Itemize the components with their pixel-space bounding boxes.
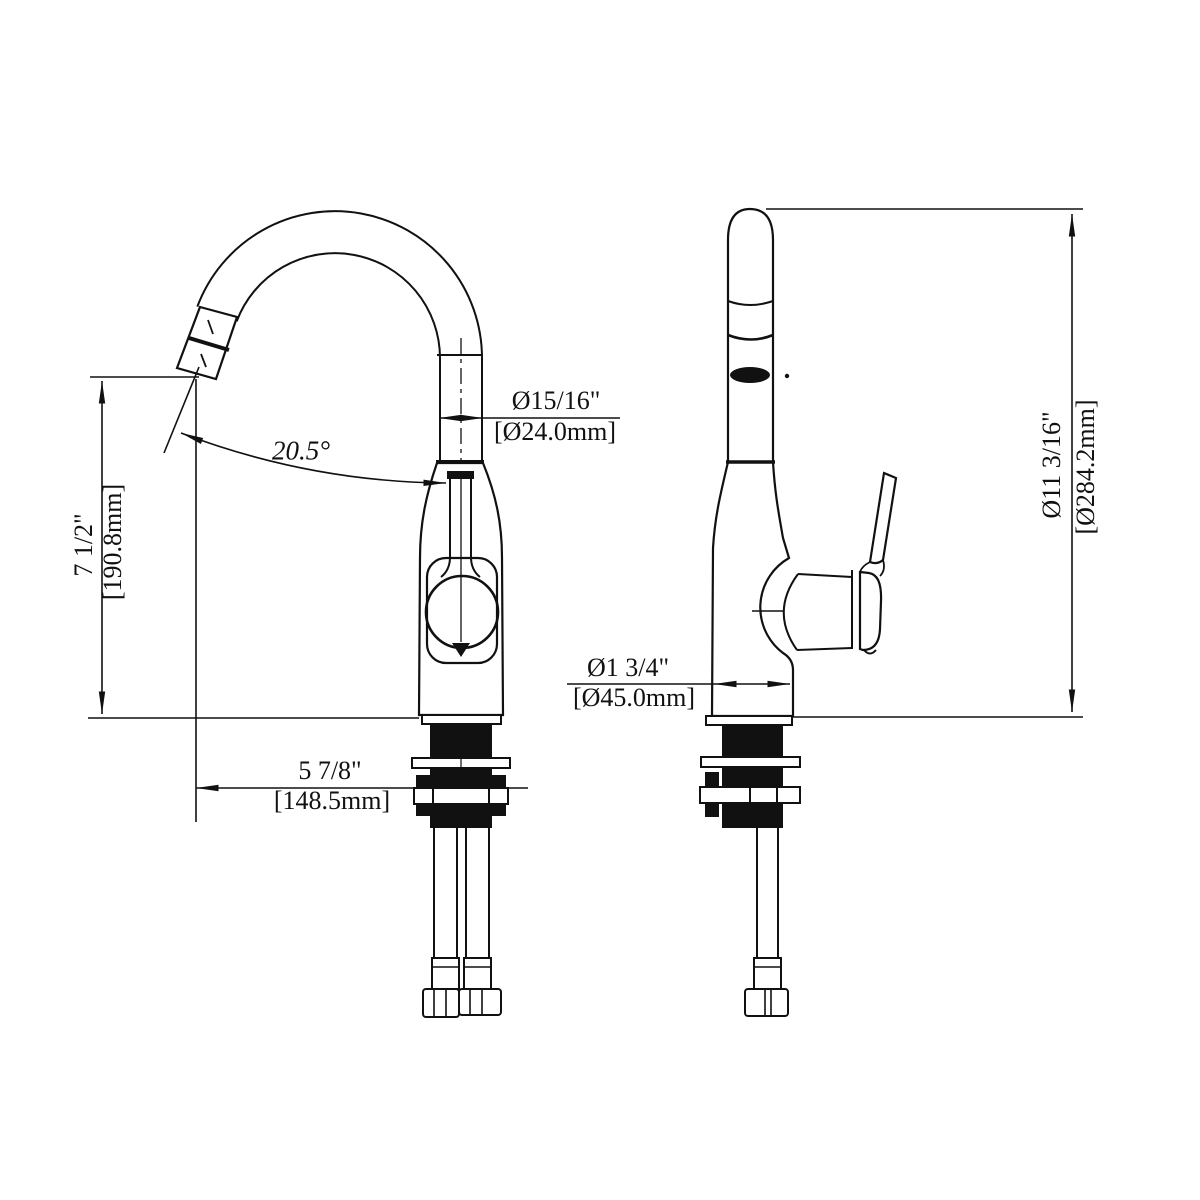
mounting-bolt-lower (705, 803, 719, 817)
spout-diameter-mm-label: [Ø24.0mm] (493, 417, 617, 446)
aerator-center-ticks (200, 319, 214, 368)
spout-outlet-side (730, 367, 770, 383)
mounting-washer-side (700, 756, 801, 768)
nut-facet-lines-side (749, 787, 778, 803)
hose-connector-right (458, 988, 502, 1016)
spout-joint-upper (727, 300, 774, 306)
spout-angle-label: 20.5° (271, 435, 331, 466)
spout-height-mm-label: [190.8mm] (98, 483, 127, 601)
spout-column-side (726, 207, 775, 464)
supply-hose-side (756, 828, 779, 958)
front-view (175, 210, 511, 1018)
spout-angle-reference-line (163, 366, 200, 454)
cartridge-boss-edges (796, 573, 853, 651)
nut-facet-lines (432, 788, 490, 804)
hose-connector-side (744, 988, 789, 1017)
nut-tab-right-upper (492, 775, 506, 788)
faucet-body-side (710, 460, 795, 718)
spout-diameter-inches-label: Ø15/16" (511, 386, 601, 415)
hose-connector-left (422, 988, 460, 1018)
nut-tab-left-upper (416, 775, 430, 788)
gooseneck-spout-inner (198, 212, 481, 479)
nut-tab-right-lower (492, 804, 506, 816)
base-flange-side (705, 715, 793, 726)
overall-height-inches-label: Ø11 3/16" (1037, 411, 1066, 519)
spout-reach-inches-label: 5 7/8" (298, 756, 362, 785)
side-view (699, 207, 898, 1017)
hose-fitting-right (463, 957, 492, 990)
nut-tab-left-lower (416, 804, 430, 816)
knob-pointer-mark (452, 643, 470, 657)
base-diameter-mm-label: [Ø45.0mm] (572, 683, 696, 712)
aerator-joint-line (188, 336, 230, 352)
supply-hoses (433, 828, 490, 958)
mounting-bolt-upper (705, 772, 719, 787)
lever-base-curves (859, 559, 885, 577)
mounting-nut-front (413, 787, 509, 805)
handle-stem-slot (440, 479, 481, 578)
overall-height-mm-label: [Ø284.2mm] (1071, 399, 1100, 535)
dimension-lines (88, 208, 1083, 719)
connector-hex-lines-side (764, 990, 772, 1015)
connector-hex-lines (433, 990, 483, 1016)
spout-angle-arc (180, 432, 447, 487)
stem-cap (447, 471, 474, 479)
handle-lever (868, 471, 898, 565)
hose-fitting-side (753, 957, 782, 990)
threaded-shank-front (430, 724, 492, 758)
threaded-shank-side (722, 725, 783, 757)
bonnet-nub (863, 649, 877, 655)
spout-height-inches-label: 7 1/2" (69, 513, 98, 577)
reference-dot (784, 373, 790, 379)
base-flange-front (421, 714, 502, 725)
handle-bonnet-cap (858, 570, 883, 652)
base-diameter-inches-label: Ø1 3/4" (586, 653, 670, 682)
spout-reach-mm-label: [148.5mm] (273, 786, 391, 815)
cartridge-boss-arc (782, 573, 799, 651)
spout-joint-lower (727, 333, 774, 341)
bonnet-ring-lines (851, 570, 861, 650)
hose-fitting-left (431, 957, 460, 990)
